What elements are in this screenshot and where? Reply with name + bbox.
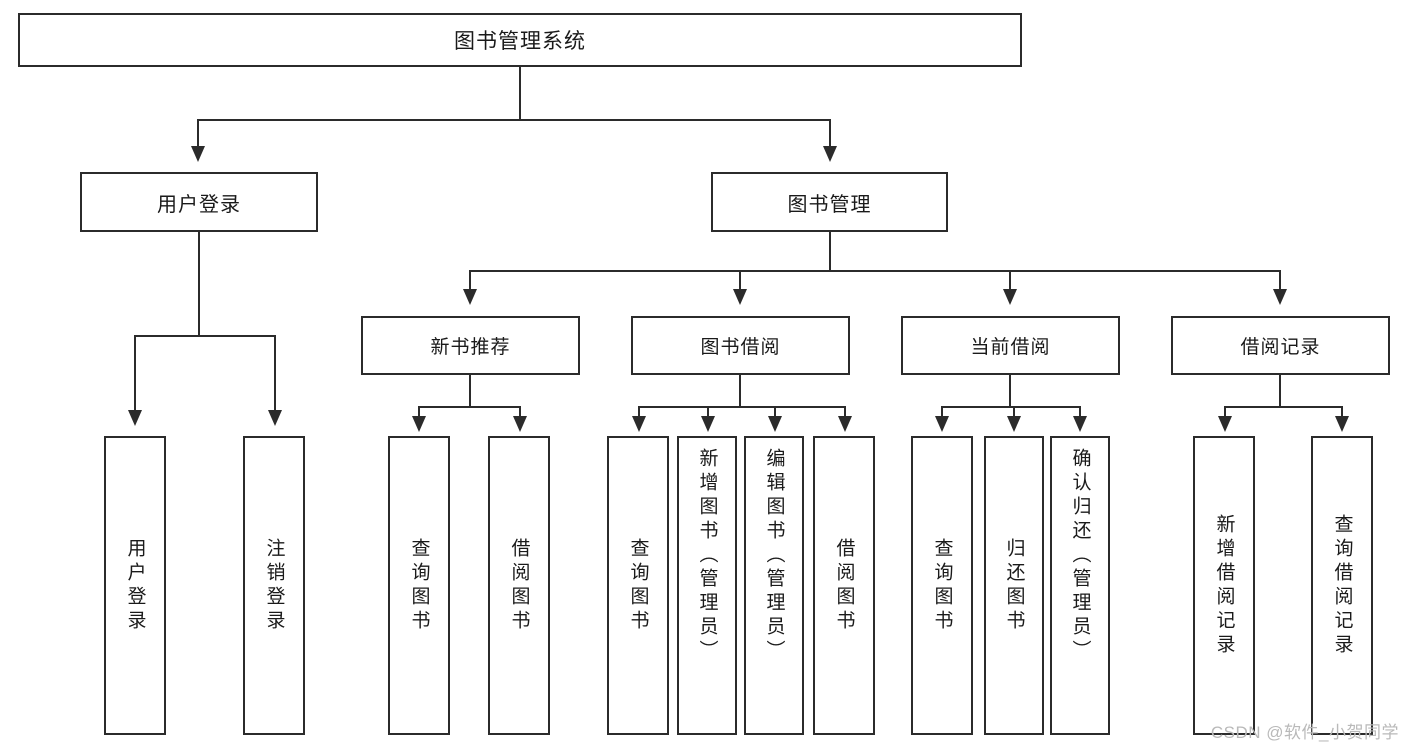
leaf-borrow-record-query[interactable]: 查询借阅记录	[1311, 436, 1373, 735]
connector-current-borrow-child-2	[1013, 406, 1015, 418]
node-book-manage[interactable]: 图书管理	[711, 172, 948, 232]
node-label: 借阅图书	[833, 537, 855, 634]
node-label: 用户登录	[157, 193, 241, 216]
leaf-new-book-query[interactable]: 查询图书	[388, 436, 450, 735]
connector-new-book-child-2	[519, 406, 521, 418]
connector-book-borrow-child-3	[774, 406, 776, 418]
leaf-borrow-record-add[interactable]: 新增借阅记录	[1193, 436, 1255, 735]
arrow-borrow-record-child-1	[1218, 416, 1232, 432]
connector-user-login-stem	[198, 232, 200, 335]
arrow-book-manage-child-4	[1273, 289, 1287, 305]
node-label: 确认归还（管理员）	[1069, 448, 1091, 664]
connector-book-borrow-child-2	[707, 406, 709, 418]
connector-book-borrow-stem	[739, 375, 741, 408]
arrow-new-book-child-2	[513, 416, 527, 432]
node-current-borrow[interactable]: 当前借阅	[901, 316, 1120, 375]
node-label: 图书管理系统	[454, 30, 586, 53]
connector-root-stem	[519, 67, 521, 119]
leaf-book-borrow-borrow[interactable]: 借阅图书	[813, 436, 875, 735]
connector-book-borrow-child-1	[638, 406, 640, 418]
arrow-book-borrow-child-4	[838, 416, 852, 432]
arrow-book-borrow-child-2	[701, 416, 715, 432]
arrow-current-borrow-child-3	[1073, 416, 1087, 432]
connector-book-manage-child-3	[1009, 270, 1011, 292]
node-book-borrow[interactable]: 图书借阅	[631, 316, 850, 375]
node-label: 新增借阅记录	[1213, 513, 1235, 658]
connector-current-borrow-stem	[1009, 375, 1011, 408]
node-root-system[interactable]: 图书管理系统	[18, 13, 1022, 67]
connector-new-book-stem	[469, 375, 471, 408]
connector-user-login-child-2	[274, 335, 276, 413]
connector-current-borrow-bus	[941, 406, 1081, 408]
arrow-current-borrow-child-2	[1007, 416, 1021, 432]
node-new-book-recommend[interactable]: 新书推荐	[361, 316, 580, 375]
arrow-book-manage-child-2	[733, 289, 747, 305]
connector-user-login-bus	[134, 335, 276, 337]
connector-borrow-record-child-1	[1224, 406, 1226, 418]
connector-book-manage-child-1	[469, 270, 471, 292]
arrow-book-borrow-child-3	[768, 416, 782, 432]
node-label: 图书借阅	[700, 337, 781, 358]
node-label: 查询图书	[931, 537, 953, 634]
arrow-borrow-record-child-2	[1335, 416, 1349, 432]
node-label: 借阅图书	[508, 537, 530, 634]
leaf-current-borrow-confirm[interactable]: 确认归还（管理员）	[1050, 436, 1110, 735]
connector-borrow-record-child-2	[1341, 406, 1343, 418]
node-label: 查询图书	[408, 537, 430, 634]
leaf-book-borrow-query[interactable]: 查询图书	[607, 436, 669, 735]
connector-current-borrow-child-1	[941, 406, 943, 418]
node-user-login[interactable]: 用户登录	[80, 172, 318, 232]
connector-book-borrow-child-4	[844, 406, 846, 418]
connector-new-book-bus	[418, 406, 521, 408]
connector-current-borrow-child-3	[1079, 406, 1081, 418]
leaf-current-borrow-query[interactable]: 查询图书	[911, 436, 973, 735]
connector-book-manage-stem	[829, 232, 831, 270]
node-label: 查询图书	[627, 537, 649, 634]
leaf-user-login-login[interactable]: 用户登录	[104, 436, 166, 735]
connector-book-manage-child-2	[739, 270, 741, 292]
connector-root-bus	[197, 119, 831, 121]
leaf-book-borrow-add[interactable]: 新增图书（管理员）	[677, 436, 737, 735]
node-label: 借阅记录	[1240, 337, 1321, 358]
arrow-current-borrow-child-1	[935, 416, 949, 432]
node-label: 编辑图书（管理员）	[763, 448, 785, 664]
connector-book-manage-child-4	[1279, 270, 1281, 292]
node-label: 查询借阅记录	[1331, 513, 1353, 658]
connector-book-borrow-bus	[638, 406, 846, 408]
node-label: 注销登录	[263, 537, 285, 634]
node-label: 归还图书	[1003, 537, 1025, 634]
arrow-book-manage-child-3	[1003, 289, 1017, 305]
connector-book-manage-bus	[469, 270, 1281, 272]
arrow-book-borrow-child-1	[632, 416, 646, 432]
leaf-book-borrow-edit[interactable]: 编辑图书（管理员）	[744, 436, 804, 735]
connector-user-login-child-1	[134, 335, 136, 413]
node-label: 新书推荐	[430, 337, 511, 358]
node-label: 图书管理	[787, 193, 872, 216]
node-label: 当前借阅	[970, 337, 1051, 358]
arrow-root-to-user-login	[191, 146, 205, 162]
node-label: 新增图书（管理员）	[696, 448, 718, 664]
arrow-new-book-child-1	[412, 416, 426, 432]
arrow-user-login-child-2	[268, 410, 282, 426]
connector-new-book-child-1	[418, 406, 420, 418]
node-borrow-record[interactable]: 借阅记录	[1171, 316, 1390, 375]
connector-root-to-book-manage	[829, 119, 831, 149]
arrow-root-to-book-manage	[823, 146, 837, 162]
arrow-book-manage-child-1	[463, 289, 477, 305]
leaf-user-login-logout[interactable]: 注销登录	[243, 436, 305, 735]
leaf-current-borrow-return[interactable]: 归还图书	[984, 436, 1044, 735]
connector-root-to-user-login	[197, 119, 199, 149]
node-label: 用户登录	[124, 537, 146, 634]
connector-borrow-record-stem	[1279, 375, 1281, 408]
leaf-new-book-borrow[interactable]: 借阅图书	[488, 436, 550, 735]
connector-borrow-record-bus	[1224, 406, 1343, 408]
arrow-user-login-child-1	[128, 410, 142, 426]
